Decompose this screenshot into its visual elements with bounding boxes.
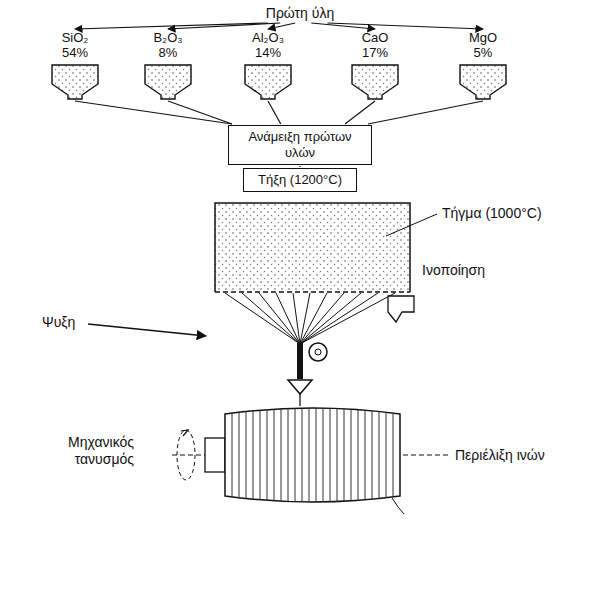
drum-hub bbox=[205, 438, 225, 472]
hopper: B₂O₃ 8% bbox=[143, 30, 193, 100]
guide-roller bbox=[309, 343, 327, 361]
hopper-outline bbox=[145, 65, 191, 99]
melt-tank bbox=[215, 203, 410, 292]
winding-line bbox=[379, 400, 380, 510]
winding-line bbox=[372, 400, 373, 510]
leader-line bbox=[386, 214, 437, 236]
hopper-outline bbox=[52, 65, 98, 99]
component-label: CaO 17% bbox=[362, 30, 389, 60]
fibers bbox=[225, 293, 395, 344]
winding-line bbox=[393, 400, 394, 510]
hopper: SiO₂ 54% bbox=[50, 30, 100, 100]
winding-line bbox=[386, 400, 387, 510]
hopper-outline bbox=[245, 65, 291, 99]
winding-line bbox=[365, 400, 366, 510]
feed-line bbox=[75, 101, 232, 124]
fiber-line bbox=[300, 293, 378, 344]
feed-line bbox=[368, 101, 483, 124]
winding-line bbox=[246, 400, 247, 510]
callout-label: Μηχανικός τανυσμός bbox=[20, 434, 136, 468]
winding-line bbox=[239, 400, 240, 510]
winding-line bbox=[302, 400, 303, 510]
callout-label: Ινοποίηση bbox=[420, 262, 487, 279]
winding-line bbox=[281, 400, 282, 510]
winding-line bbox=[267, 400, 268, 510]
hopper: CaO 17% bbox=[350, 30, 400, 100]
node-text: Πρώτη ύλη bbox=[266, 4, 334, 22]
hopper-shape bbox=[243, 64, 293, 100]
winding-line bbox=[323, 400, 324, 510]
winding-line bbox=[260, 400, 261, 510]
cooling-arrow bbox=[88, 324, 206, 336]
component-label: Al₂O₃ 14% bbox=[252, 30, 284, 60]
rotation-arrow bbox=[181, 430, 188, 436]
winding-line bbox=[358, 400, 359, 510]
fiber-line bbox=[300, 293, 395, 344]
direction-arrow bbox=[288, 380, 312, 394]
fiber-line bbox=[242, 293, 300, 344]
cooling-nozzle bbox=[388, 296, 414, 322]
feed-line bbox=[268, 101, 281, 124]
source-label: Πρώτη ύλη bbox=[264, 4, 336, 22]
fiber-line bbox=[276, 293, 300, 344]
process-box: Ανάμειξη πρώτων υλών bbox=[228, 125, 372, 165]
hopper-shape bbox=[50, 64, 100, 100]
roller-hub bbox=[315, 349, 321, 355]
winding-drum bbox=[225, 408, 400, 502]
fiber-line bbox=[259, 293, 300, 344]
fiber-strand bbox=[299, 394, 300, 406]
hopper: Al₂O₃ 14% bbox=[243, 30, 293, 100]
callout-label: Περιέλιξη ινών bbox=[453, 447, 547, 464]
component-label: B₂O₃ 8% bbox=[153, 30, 182, 60]
leader-line bbox=[403, 455, 450, 456]
callout-label: Ψυξη bbox=[40, 314, 77, 331]
winding-line bbox=[309, 400, 310, 510]
fiber-bundle bbox=[297, 343, 303, 379]
hopper-outline bbox=[352, 65, 398, 99]
fiber-line bbox=[225, 293, 300, 344]
process-box: Τήξη (1200°C) bbox=[243, 168, 357, 192]
fiber-end bbox=[392, 498, 404, 514]
drum-windings bbox=[232, 400, 393, 510]
hopper-shape bbox=[350, 64, 400, 100]
hopper-outline bbox=[460, 65, 506, 99]
winding-line bbox=[330, 400, 331, 510]
fiber-line bbox=[293, 293, 300, 344]
hopper: MgO 5% bbox=[458, 30, 508, 100]
component-label: MgO 5% bbox=[469, 30, 497, 60]
tank-wall bbox=[215, 203, 410, 292]
flow-arrow bbox=[268, 23, 295, 29]
winding-line bbox=[232, 400, 233, 510]
hopper-shape bbox=[143, 64, 193, 100]
flow-arrow bbox=[327, 23, 483, 29]
fiber-line bbox=[300, 293, 344, 344]
node-text: Τήξη (1200°C) bbox=[252, 172, 348, 188]
feed-line bbox=[345, 101, 375, 124]
winding-line bbox=[274, 400, 275, 510]
node-text: Ανάμειξη πρώτων υλών bbox=[238, 129, 362, 161]
rotation-path bbox=[177, 430, 195, 480]
feed-line bbox=[299, 166, 300, 167]
feed-line bbox=[168, 101, 232, 124]
melt-fill bbox=[215, 203, 410, 292]
component-label: SiO₂ 54% bbox=[62, 30, 89, 60]
fiber-line bbox=[300, 293, 361, 344]
winding-line bbox=[295, 400, 296, 510]
hopper-shape bbox=[458, 64, 508, 100]
winding-line bbox=[351, 400, 352, 510]
winding-line bbox=[253, 400, 254, 510]
flow-arrow bbox=[75, 23, 268, 29]
spinneret-plate bbox=[215, 291, 410, 293]
winding-line bbox=[344, 400, 345, 510]
callout-label: Τήγμα (1000°C) bbox=[440, 205, 544, 222]
winding-line bbox=[316, 400, 317, 510]
flow-arrow bbox=[168, 23, 280, 29]
winding-line bbox=[337, 400, 338, 510]
winding-line bbox=[288, 400, 289, 510]
